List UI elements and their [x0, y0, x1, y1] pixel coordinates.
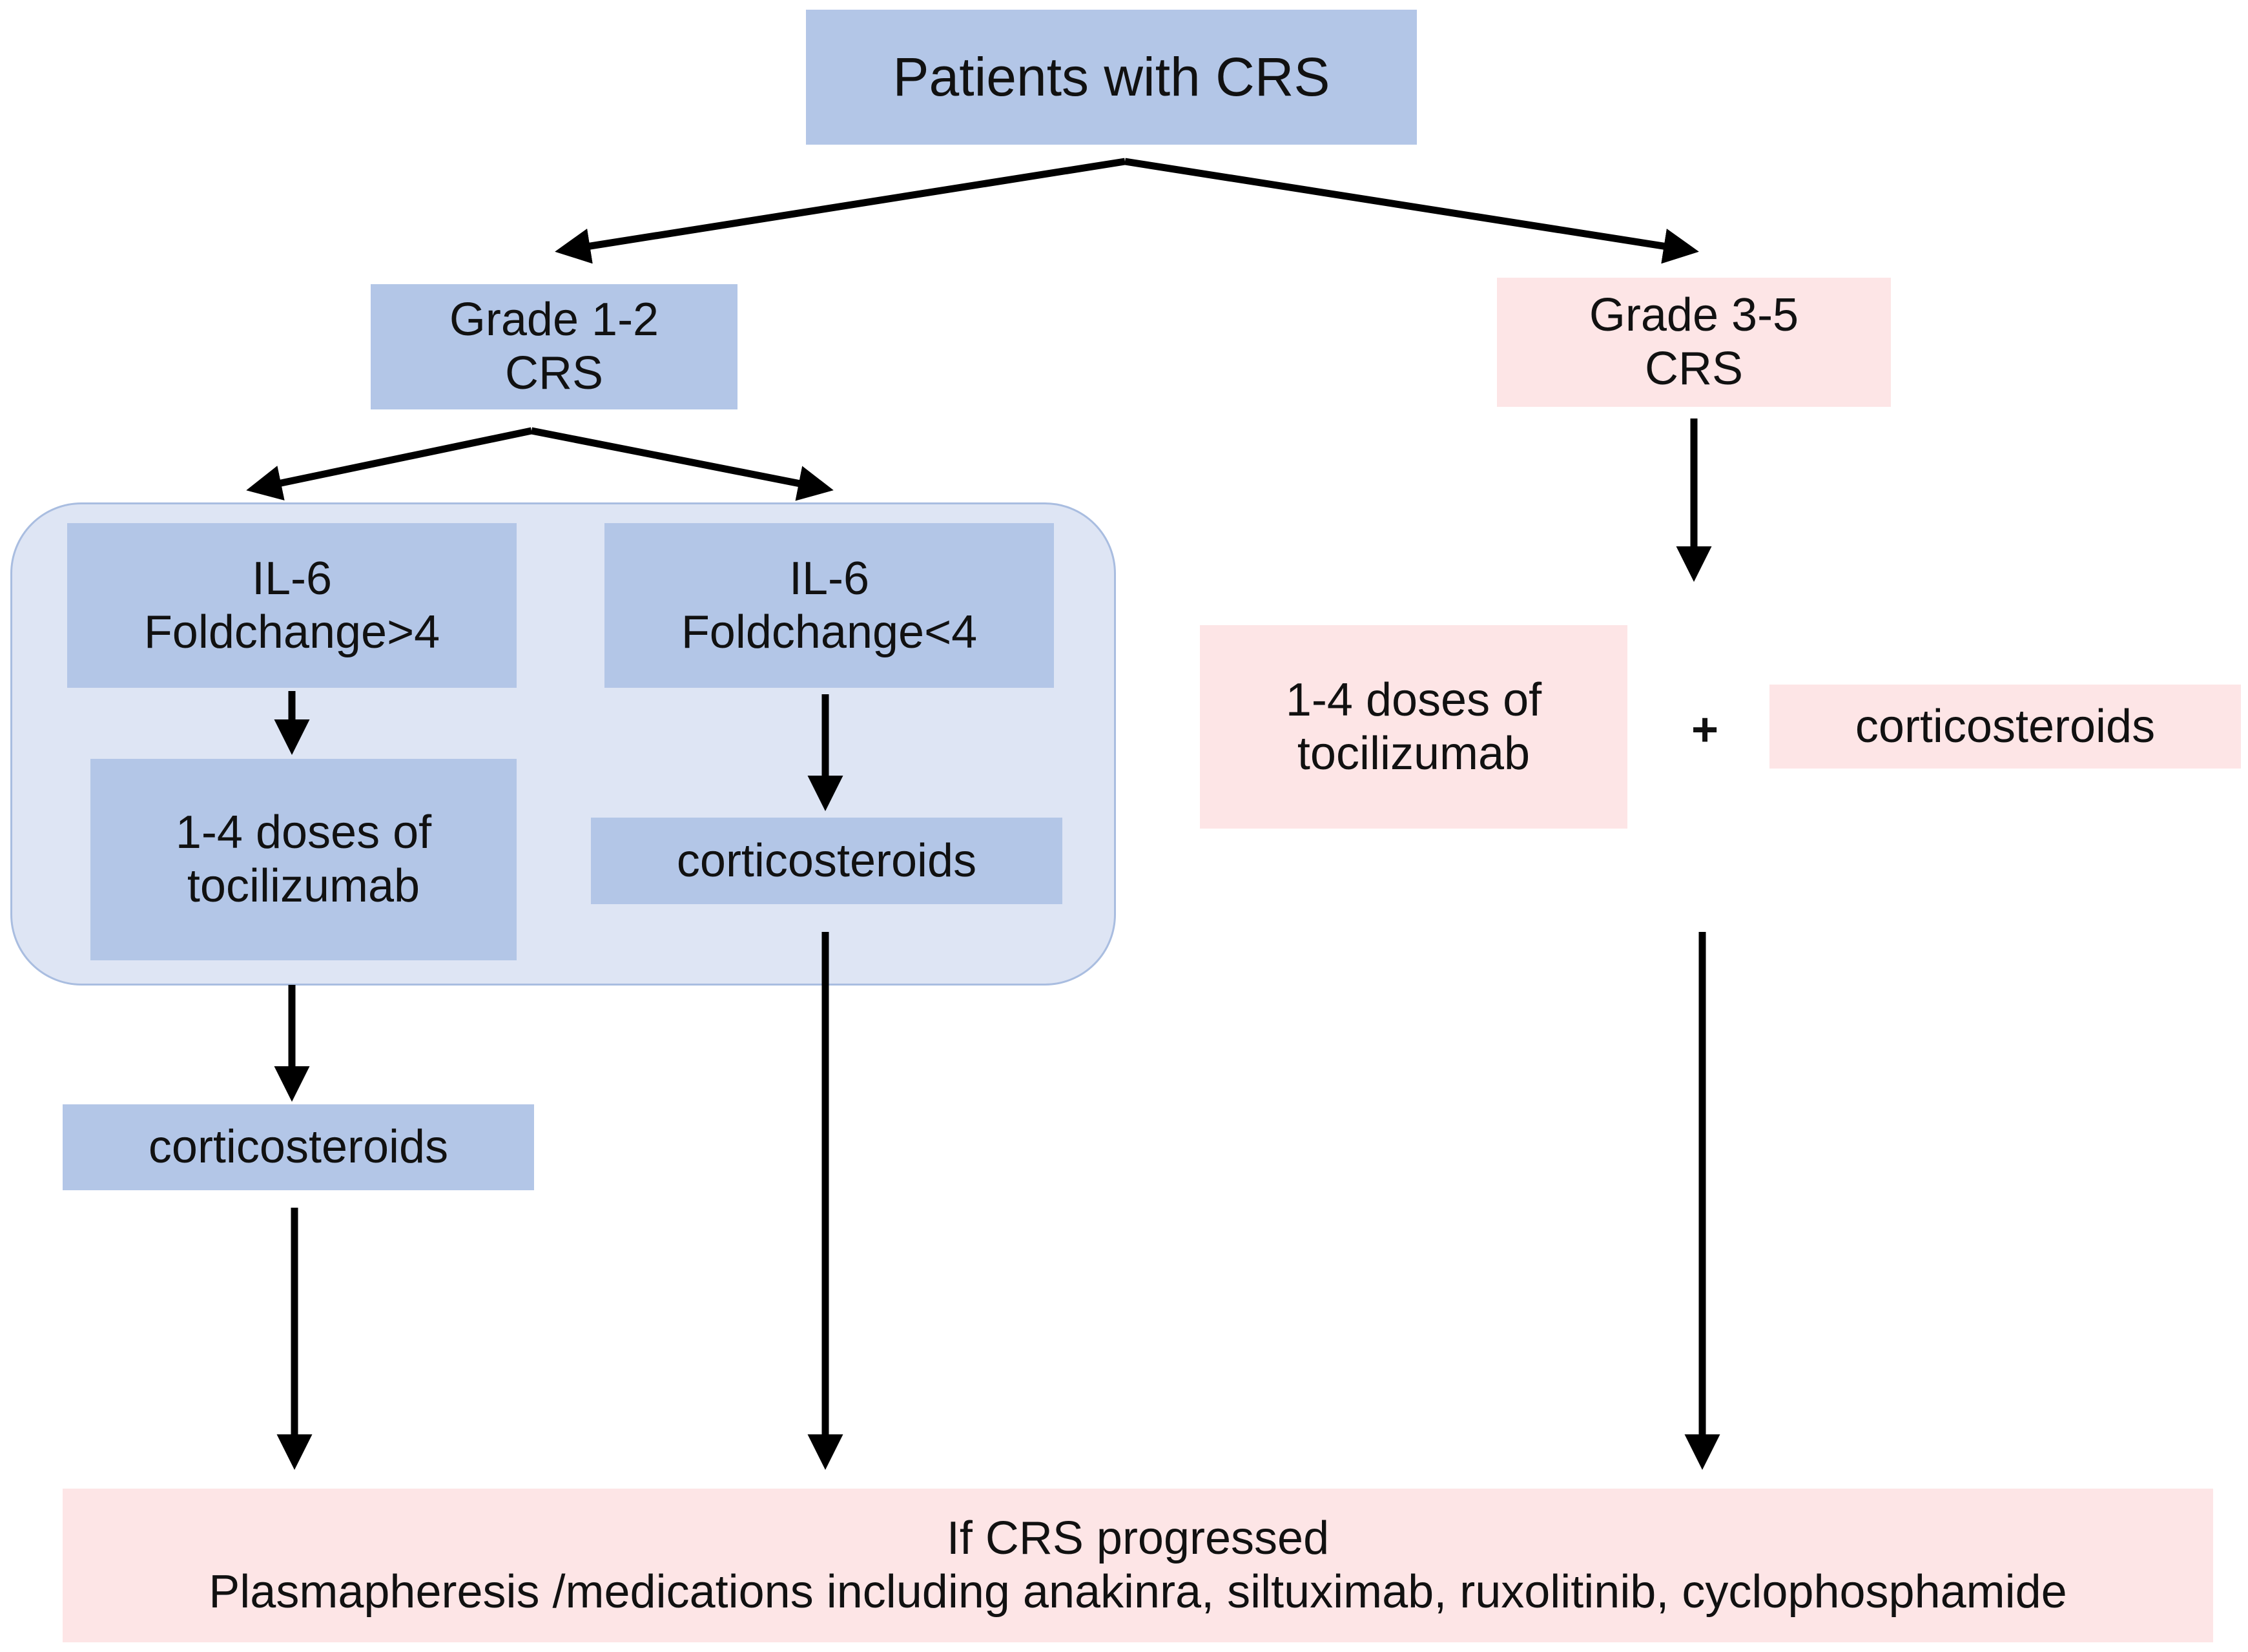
il6-foldchange-low-node: IL-6 Foldchange<4: [604, 523, 1054, 688]
corticosteroids-node-grade-high: corticosteroids: [1769, 685, 2241, 769]
corticosteroids-grade-high-label: corticosteroids: [1855, 700, 2156, 752]
tocilizumab-low-line1: 1-4 doses of: [175, 807, 432, 859]
il6-low-line1: IL-6: [789, 552, 870, 604]
tocilizumab-node-grade-low: 1-4 doses of tocilizumab: [90, 759, 517, 960]
il6-foldchange-high-node: IL-6 Foldchange>4: [67, 523, 517, 688]
corticosteroids-il6-low-label: corticosteroids: [676, 834, 977, 887]
grade-3-5-line2: CRS: [1644, 343, 1743, 395]
grade-1-2-node: Grade 1-2 CRS: [371, 284, 737, 409]
tocilizumab-node-grade-high: 1-4 doses of tocilizumab: [1200, 625, 1627, 829]
root-node-label: Patients with CRS: [892, 46, 1330, 108]
progression-line2: Plasmapheresis /medications including an…: [209, 1566, 2067, 1618]
arrow-grade-low-to-il6-low: [530, 427, 834, 501]
corticosteroids-after-tocilizumab-label: corticosteroids: [148, 1121, 449, 1173]
progression-line1: If CRS progressed: [946, 1513, 1330, 1565]
arrow-root-to-grade-low: [555, 158, 1126, 264]
plus-sign: +: [1691, 704, 1719, 756]
il6-low-line2: Foldchange<4: [681, 606, 978, 658]
arrow-root-to-grade-high: [1124, 158, 1699, 264]
grade-1-2-line1: Grade 1-2: [449, 294, 659, 346]
il6-high-line2: Foldchange>4: [143, 606, 440, 658]
progression-node: If CRS progressed Plasmapheresis /medica…: [63, 1489, 2213, 1642]
grade-3-5-line1: Grade 3-5: [1589, 289, 1799, 342]
tocilizumab-low-line2: tocilizumab: [187, 860, 420, 912]
grade-3-5-node: Grade 3-5 CRS: [1497, 278, 1891, 407]
root-node-patients-with-crs: Patients with CRS: [806, 10, 1417, 145]
tocilizumab-high-line1: 1-4 doses of: [1285, 674, 1542, 726]
il6-high-line1: IL-6: [251, 552, 333, 604]
arrow-grade-low-to-il6-high: [246, 427, 533, 501]
corticosteroids-node-il6-low: corticosteroids: [591, 818, 1062, 904]
tocilizumab-high-line2: tocilizumab: [1297, 727, 1531, 780]
corticosteroids-node-after-tocilizumab: corticosteroids: [63, 1104, 534, 1190]
grade-1-2-line2: CRS: [504, 347, 603, 399]
